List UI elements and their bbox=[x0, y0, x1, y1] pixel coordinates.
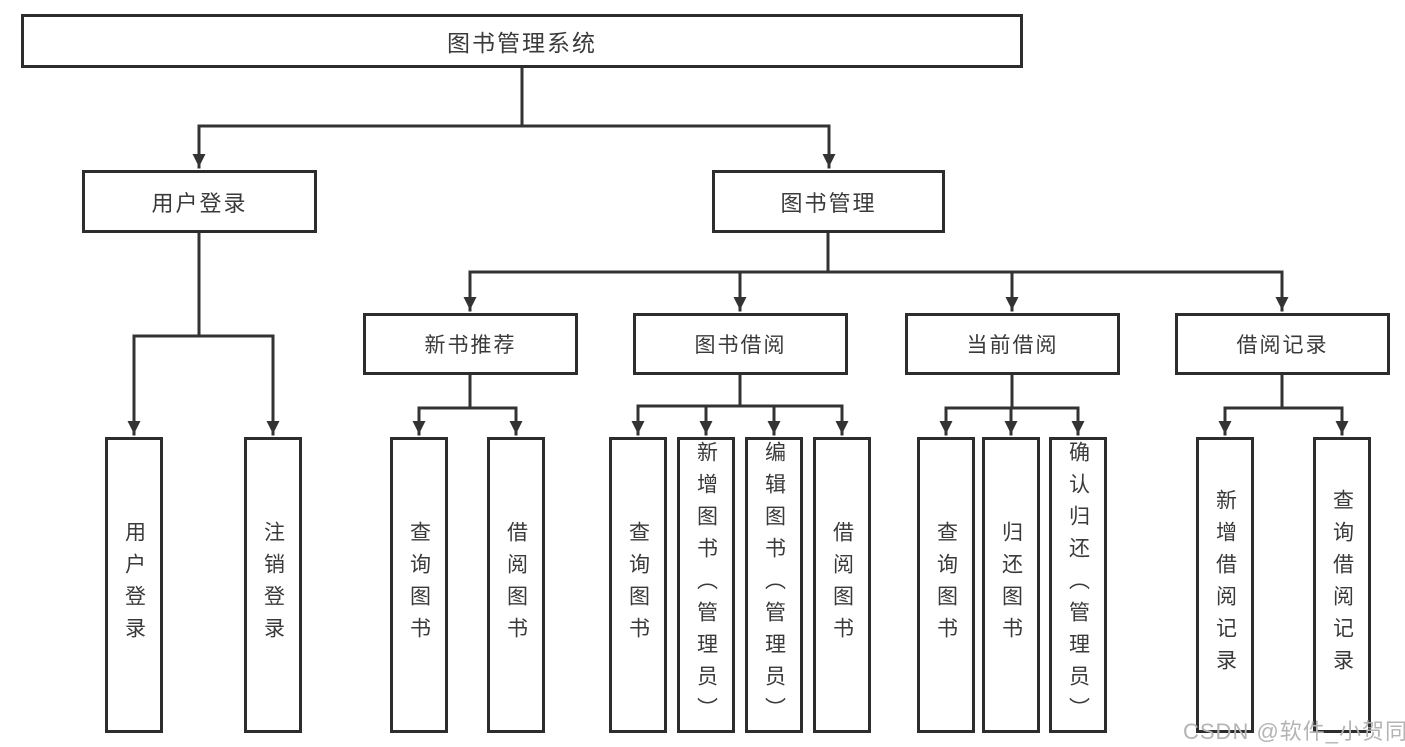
leaf-newbook-borrow-book: 借阅图书 bbox=[487, 437, 545, 733]
leaf-query-borrow-record-label: 查询借阅记录 bbox=[1330, 489, 1354, 681]
leaf-edit-book-admin: 编辑图书（管理员） bbox=[745, 437, 803, 733]
leaf-query-borrow-record: 查询借阅记录 bbox=[1313, 437, 1371, 733]
leaf-logout-label: 注销登录 bbox=[261, 521, 285, 649]
node-root: 图书管理系统 bbox=[21, 14, 1023, 68]
leaf-borrow-query-book-label: 查询图书 bbox=[626, 521, 650, 649]
leaf-edit-book-admin-label: 编辑图书（管理员） bbox=[762, 441, 786, 729]
node-book-borrow: 图书借阅 bbox=[633, 313, 848, 375]
node-book-management: 图书管理 bbox=[712, 170, 945, 233]
node-new-book-recommend: 新书推荐 bbox=[363, 313, 578, 375]
leaf-add-book-admin: 新增图书（管理员） bbox=[677, 437, 735, 733]
leaf-current-query-book: 查询图书 bbox=[917, 437, 975, 733]
leaf-newbook-query-book: 查询图书 bbox=[390, 437, 448, 733]
leaf-borrow-query-book: 查询图书 bbox=[609, 437, 667, 733]
node-book-management-label: 图书管理 bbox=[780, 190, 877, 216]
leaf-user-login: 用户登录 bbox=[105, 437, 163, 733]
leaf-add-book-admin-label: 新增图书（管理员） bbox=[694, 441, 718, 729]
node-new-book-recommend-label: 新书推荐 bbox=[424, 334, 517, 357]
node-user-login-label: 用户登录 bbox=[151, 190, 248, 216]
leaf-add-borrow-record: 新增借阅记录 bbox=[1196, 437, 1254, 733]
node-current-borrow: 当前借阅 bbox=[905, 313, 1120, 375]
node-root-label: 图书管理系统 bbox=[447, 30, 597, 56]
leaf-add-borrow-record-label: 新增借阅记录 bbox=[1213, 489, 1237, 681]
leaf-newbook-query-book-label: 查询图书 bbox=[407, 521, 431, 649]
leaf-return-book-label: 归还图书 bbox=[999, 521, 1023, 649]
leaf-borrow-borrow-book-label: 借阅图书 bbox=[830, 521, 854, 649]
leaf-borrow-borrow-book: 借阅图书 bbox=[813, 437, 871, 733]
leaf-confirm-return-admin-label: 确认归还（管理员） bbox=[1066, 441, 1090, 729]
leaf-confirm-return-admin: 确认归还（管理员） bbox=[1049, 437, 1107, 733]
node-book-borrow-label: 图书借阅 bbox=[694, 334, 787, 357]
node-borrow-record-label: 借阅记录 bbox=[1236, 334, 1329, 357]
leaf-newbook-borrow-book-label: 借阅图书 bbox=[504, 521, 528, 649]
leaf-user-login-label: 用户登录 bbox=[122, 521, 146, 649]
leaf-logout: 注销登录 bbox=[244, 437, 302, 733]
csdn-watermark: CSDN @软件_小贺同学 bbox=[1183, 719, 1405, 744]
node-current-borrow-label: 当前借阅 bbox=[966, 334, 1059, 357]
node-borrow-record: 借阅记录 bbox=[1175, 313, 1390, 375]
leaf-current-query-book-label: 查询图书 bbox=[934, 521, 958, 649]
leaf-return-book: 归还图书 bbox=[982, 437, 1040, 733]
node-user-login: 用户登录 bbox=[82, 170, 317, 233]
